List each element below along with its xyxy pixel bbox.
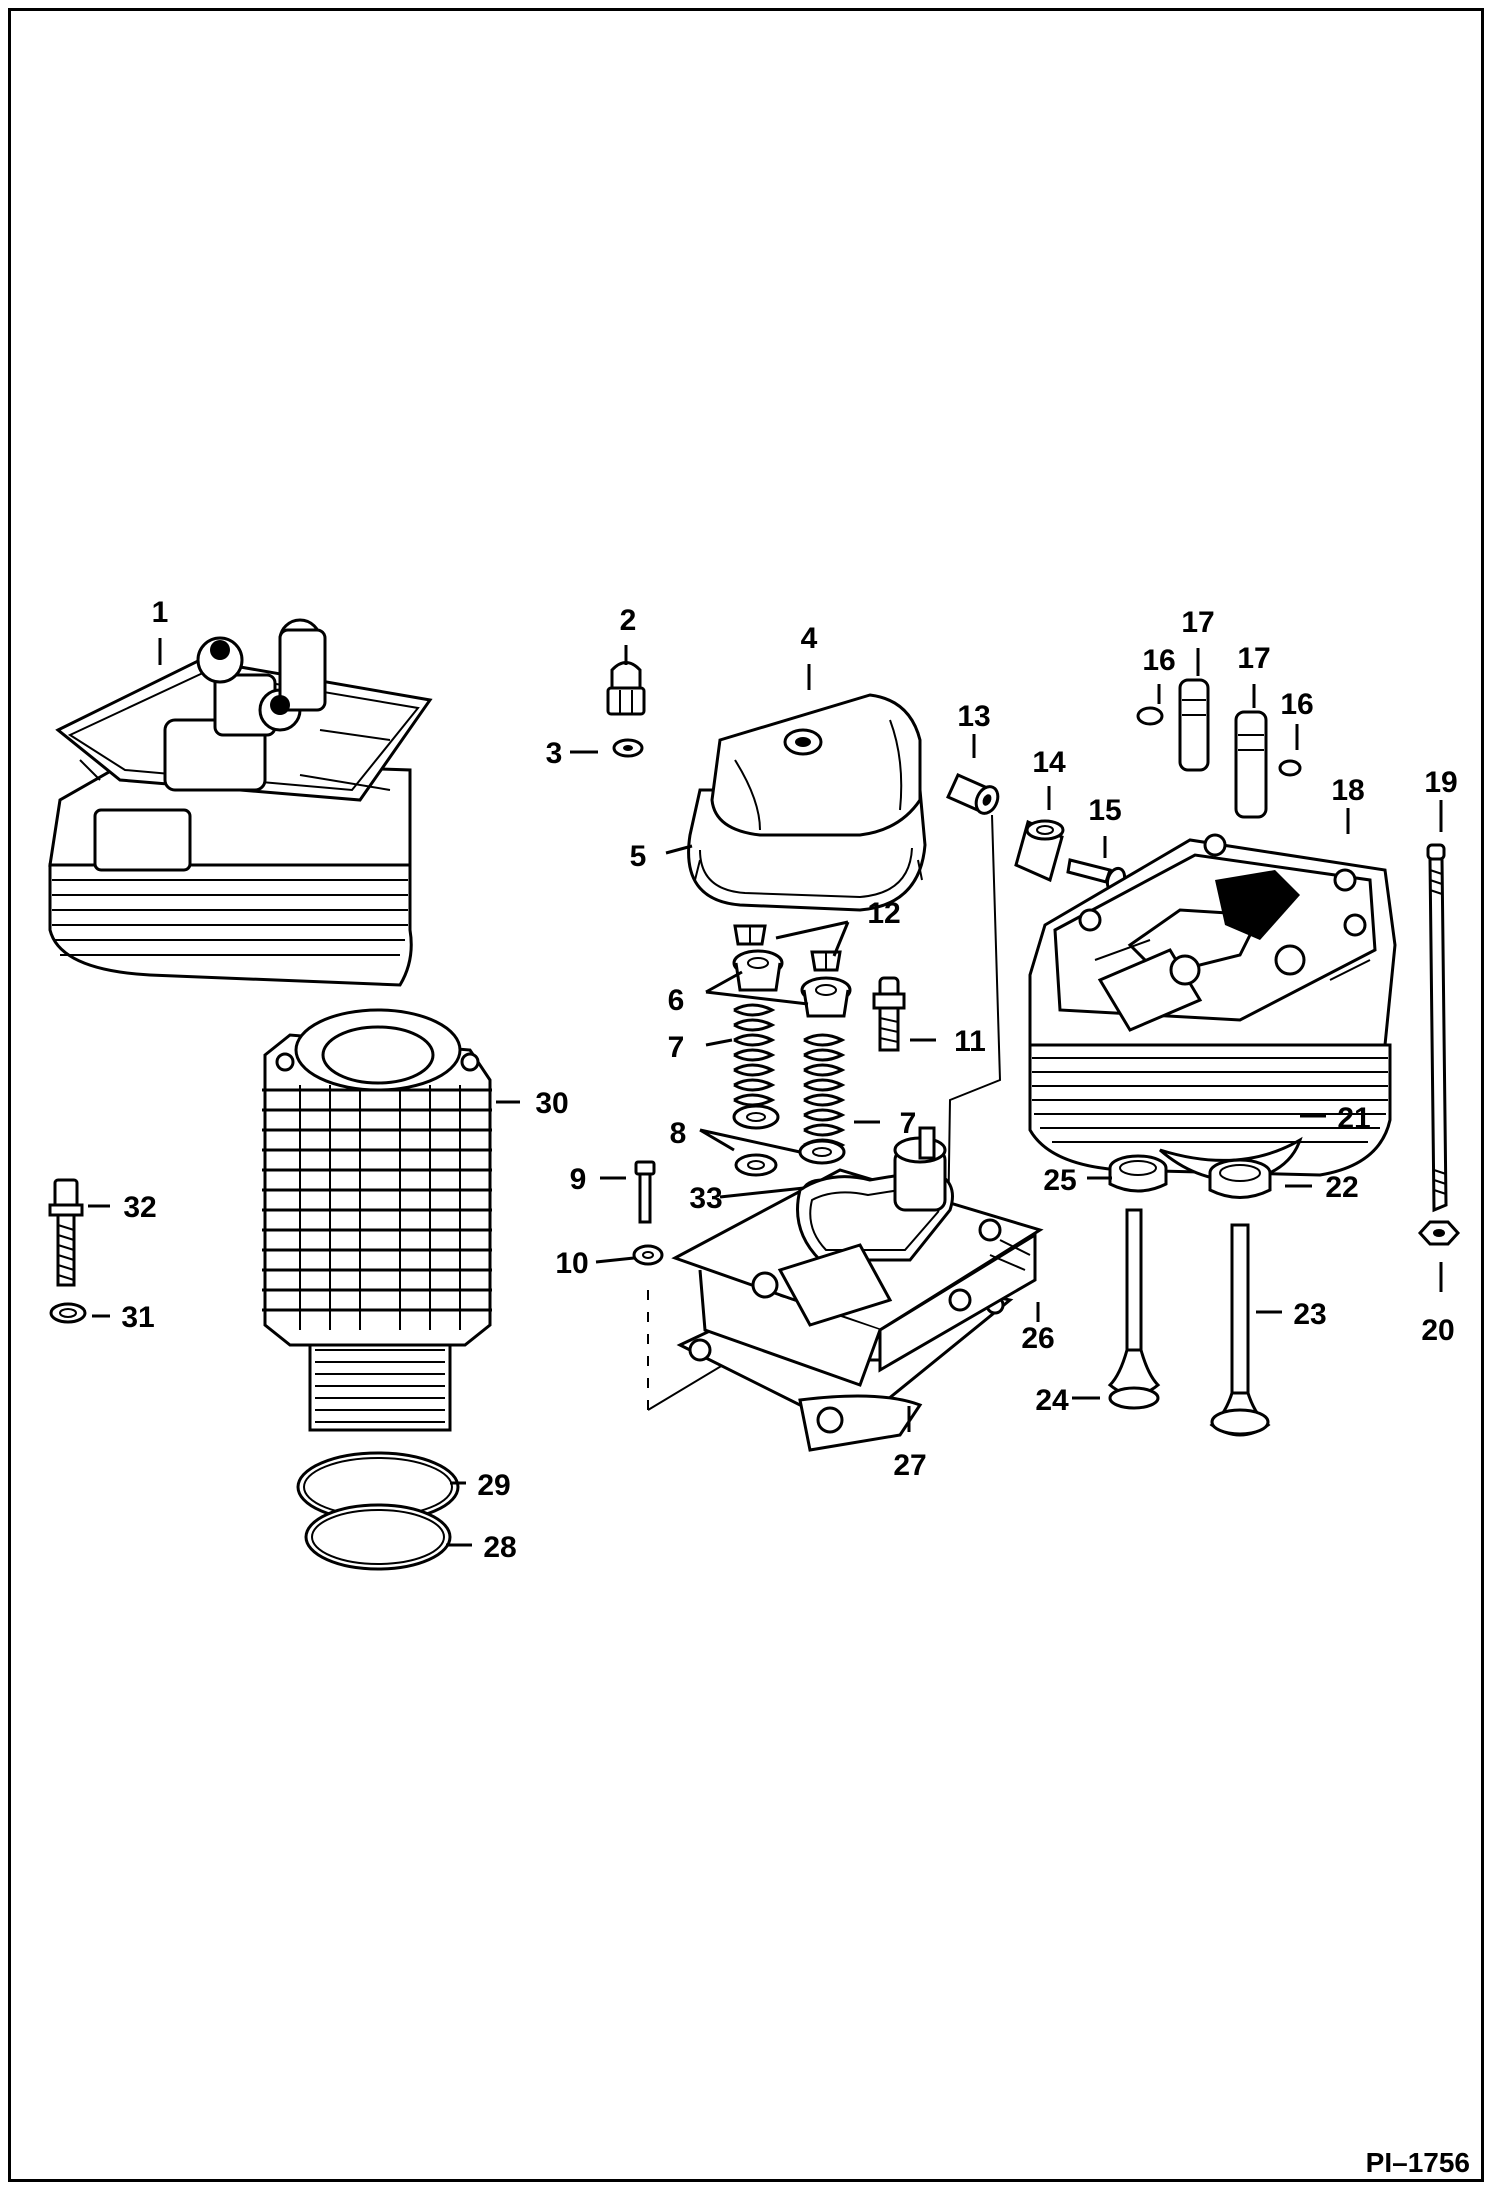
spring-retainer-icon <box>800 976 852 1018</box>
callout-18: 18 <box>1331 774 1364 807</box>
callout-27: 27 <box>893 1449 926 1482</box>
callout-9: 9 <box>570 1163 587 1196</box>
leader-lines <box>88 638 1443 1547</box>
callout-23: 23 <box>1293 1298 1326 1331</box>
screw-icon <box>634 1160 656 1224</box>
callout-7b: 7 <box>900 1107 917 1140</box>
spring-seat-washer-icon <box>732 1104 780 1177</box>
callout-22: 22 <box>1325 1171 1358 1204</box>
pin-icon <box>1178 678 1210 772</box>
washer-icon <box>49 1302 87 1324</box>
callout-31: 31 <box>121 1301 154 1334</box>
callout-25: 25 <box>1043 1164 1076 1197</box>
spring-seat-washer-icon <box>798 1139 846 1165</box>
rocker-cover-icon <box>687 693 927 912</box>
bushing-icon <box>1014 819 1065 883</box>
callout-24: 24 <box>1035 1384 1069 1417</box>
callout-16b: 16 <box>1280 688 1313 721</box>
callout-14: 14 <box>1032 746 1066 779</box>
washer-icon <box>632 1244 664 1266</box>
stud-long-icon <box>1426 843 1448 1213</box>
valve-seat-insert-icon <box>1108 1154 1168 1193</box>
snap-ring-icon <box>1136 706 1164 726</box>
cap-nut-icon <box>606 661 646 716</box>
valve-keeper-icon <box>810 950 842 972</box>
sleeve-icon <box>946 773 1000 815</box>
callout-5: 5 <box>630 840 647 873</box>
callout-32: 32 <box>123 1191 156 1224</box>
callout-26: 26 <box>1021 1322 1054 1355</box>
callout-13: 13 <box>957 700 990 733</box>
callout-21: 21 <box>1337 1102 1370 1135</box>
valve-seat-insert-icon <box>1208 1158 1272 1199</box>
callout-11: 11 <box>954 1025 986 1058</box>
callout-2: 2 <box>620 604 637 637</box>
valve-icon <box>1209 1223 1271 1437</box>
nut-icon <box>1417 1220 1461 1246</box>
callout-19: 19 <box>1424 766 1457 799</box>
stud-icon <box>872 976 906 1052</box>
callout-16a: 16 <box>1142 644 1175 677</box>
snap-ring-icon <box>1278 759 1302 777</box>
pin-icon <box>1234 710 1268 819</box>
cylinder-head-icon <box>1028 833 1397 1177</box>
finned-cylinder-icon <box>262 1008 492 1432</box>
callout-1: 1 <box>152 596 169 629</box>
callout-17a: 17 <box>1181 606 1214 639</box>
o-ring-icon <box>304 1503 452 1571</box>
callout-15: 15 <box>1088 794 1121 827</box>
valve-spring-icon <box>733 1003 776 1122</box>
callout-7a: 7 <box>668 1031 685 1064</box>
callout-29: 29 <box>477 1469 510 1502</box>
bolt-icon <box>48 1178 84 1287</box>
callout-30: 30 <box>535 1087 568 1120</box>
callout-10: 10 <box>555 1247 588 1280</box>
callout-28: 28 <box>483 1531 516 1564</box>
callout-12: 12 <box>867 897 900 930</box>
spring-retainer-icon <box>732 949 784 992</box>
callout-8: 8 <box>670 1117 687 1150</box>
callout-6: 6 <box>668 984 685 1017</box>
valve-icon <box>1107 1208 1161 1410</box>
figure-code: PI–1756 <box>1366 2147 1470 2178</box>
valve-spring-icon <box>803 1033 846 1152</box>
cylinder-head-assembly-icon <box>48 618 433 987</box>
callout-33: 33 <box>689 1182 722 1215</box>
callout-20: 20 <box>1421 1314 1454 1347</box>
callout-17b: 17 <box>1237 642 1270 675</box>
callout-3: 3 <box>546 737 563 770</box>
rocker-housing-icon <box>671 1126 1044 1387</box>
callout-labels: 1 2 3 4 5 6 7 7 8 9 10 11 12 13 14 15 16… <box>121 596 1457 1564</box>
callout-4: 4 <box>801 622 818 655</box>
valve-keeper-icon <box>733 924 767 946</box>
